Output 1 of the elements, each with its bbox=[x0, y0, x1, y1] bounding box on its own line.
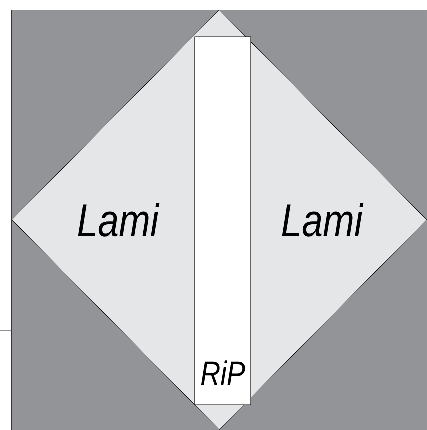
bar-box: RiP bbox=[194, 36, 252, 406]
